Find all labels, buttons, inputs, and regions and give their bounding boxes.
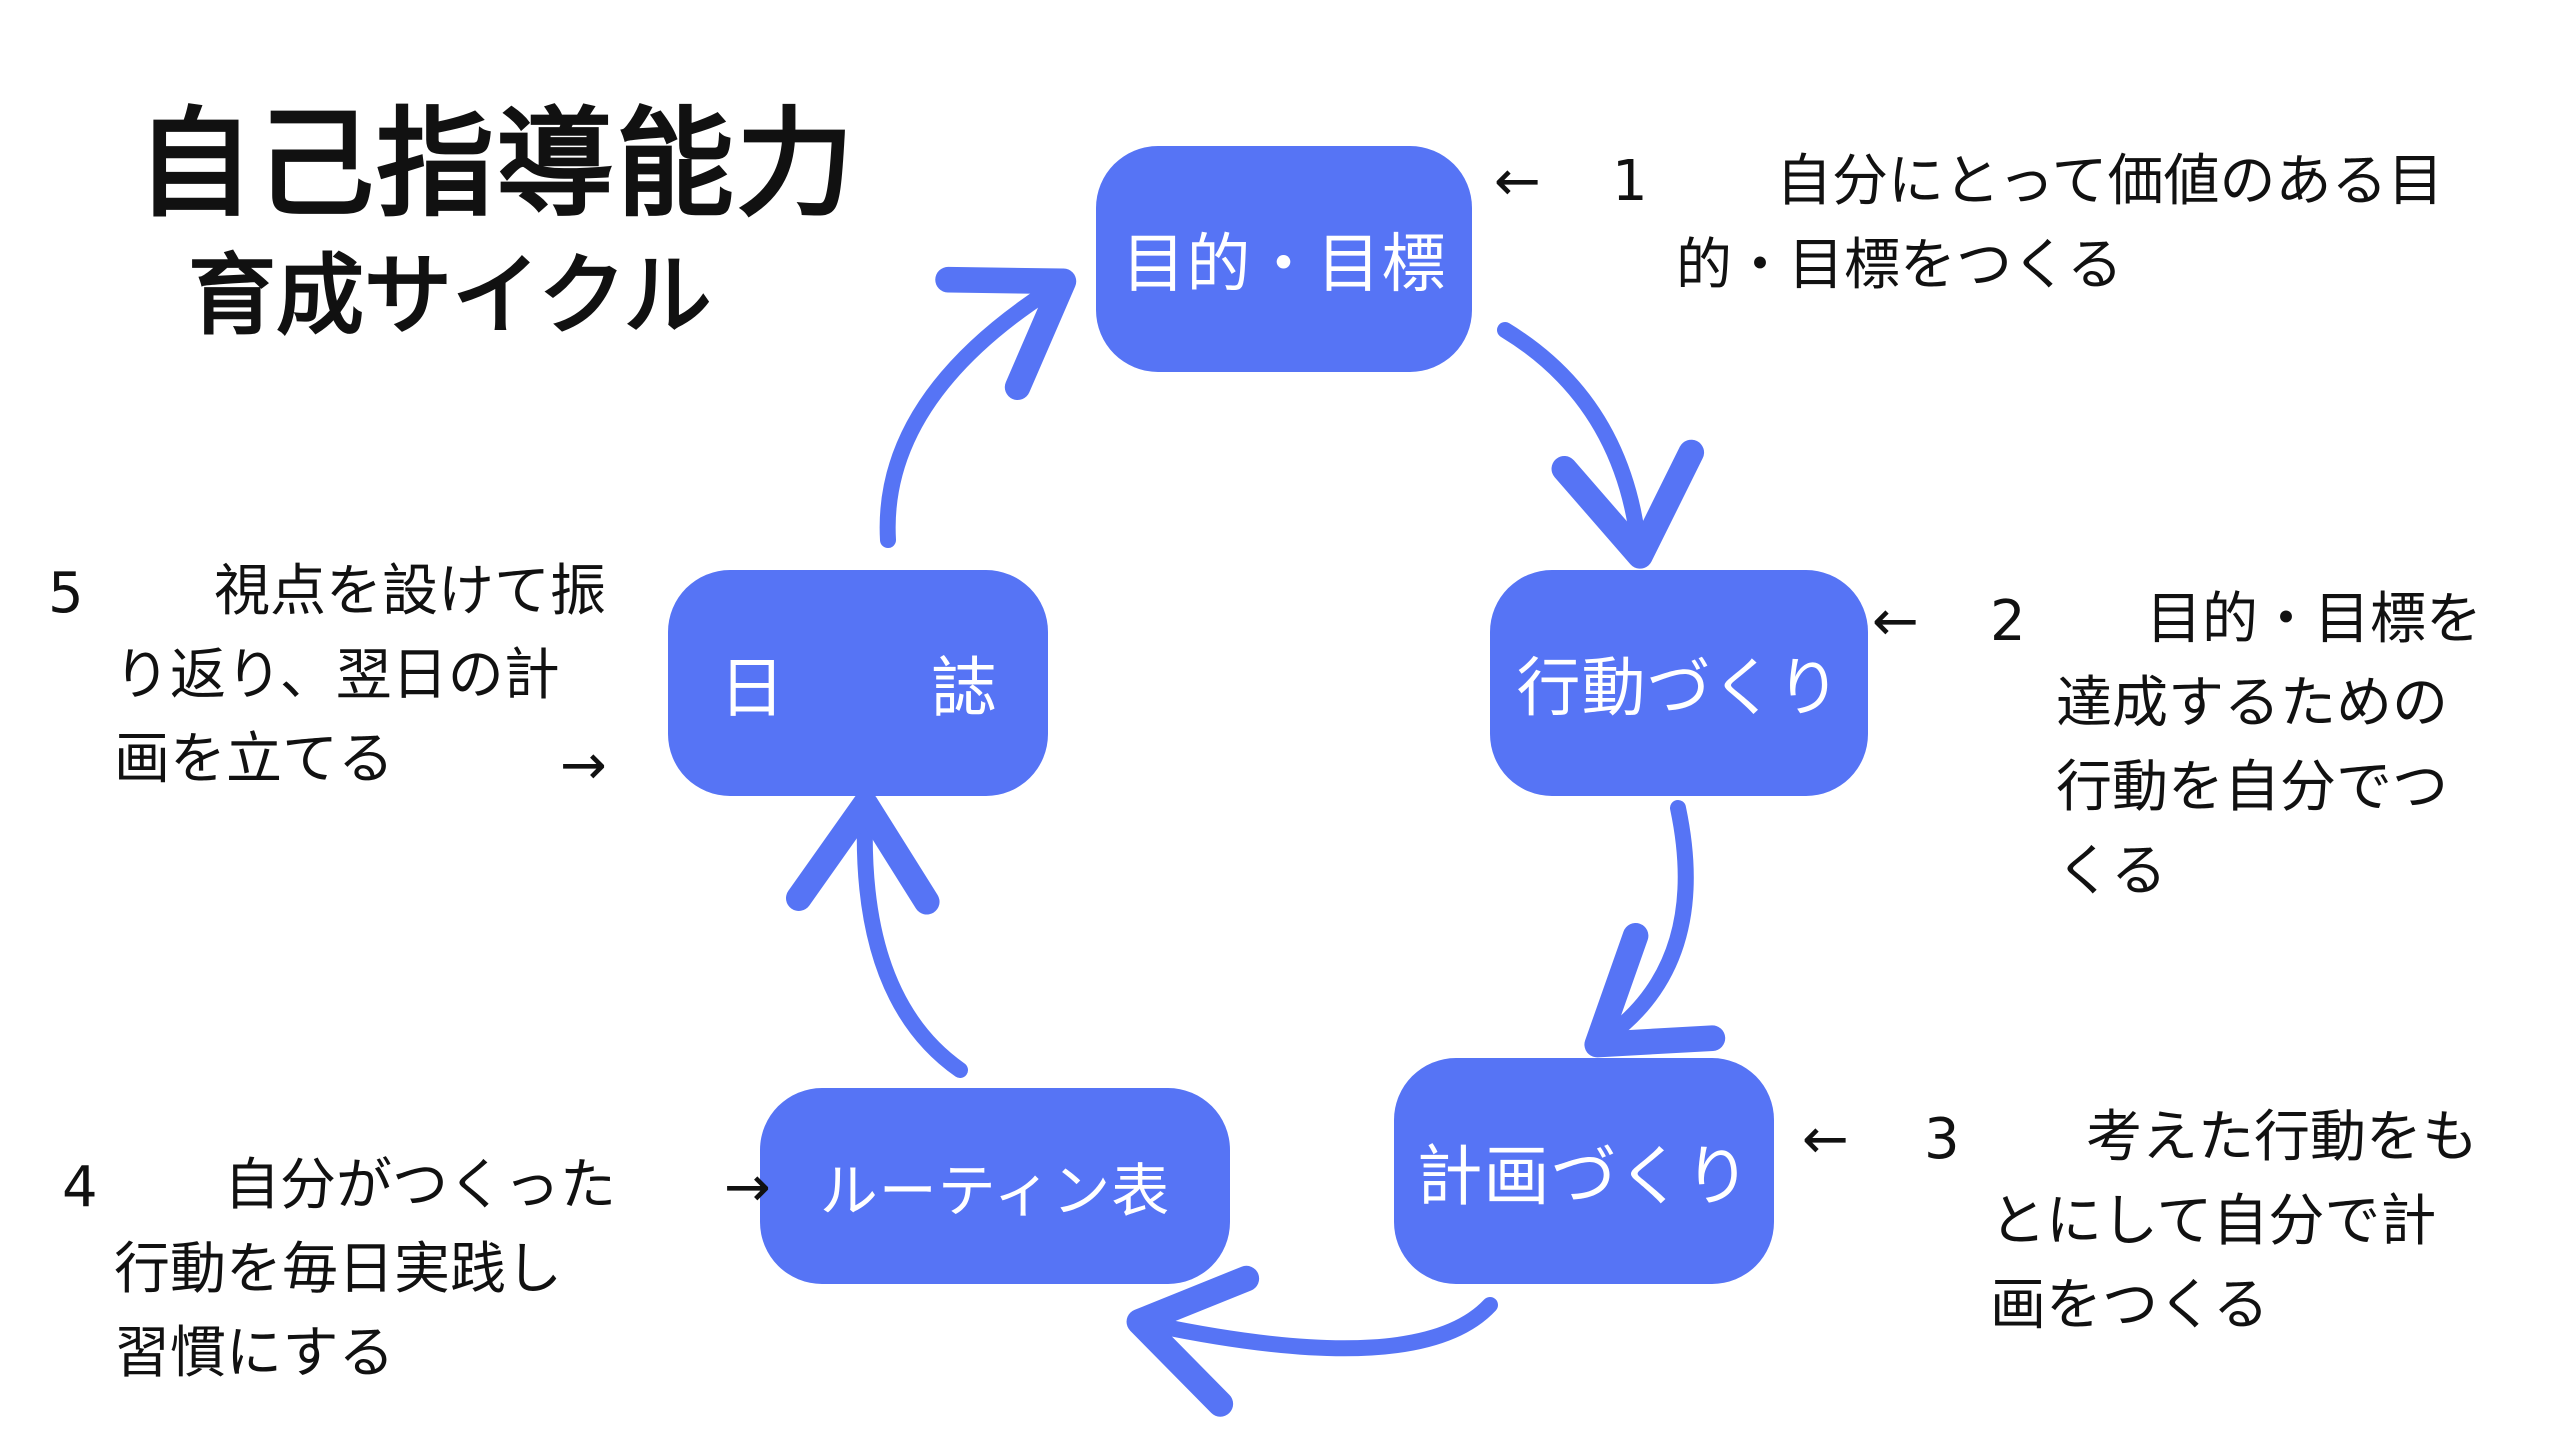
arrow-diary-to-goal — [879, 266, 1077, 548]
arrow-action-to-plan — [1584, 800, 1726, 1058]
node-plan: 計画づくり — [1394, 1058, 1774, 1284]
step3-line: 考えた行動をも — [2086, 1105, 2478, 1170]
step4-line: 行動を毎日実践し — [114, 1237, 562, 1302]
step1-number: 1 — [1612, 149, 1648, 214]
step2-line: 達成するための — [2056, 671, 2448, 736]
arrow-plan-to-routine — [1126, 1265, 1498, 1417]
step5-line: 視点を設けて振 — [214, 559, 606, 624]
node-diary: 日 誌 — [668, 570, 1048, 796]
step3-text: 考えた行動をも とにして自分で計 画をつくる — [1990, 1096, 2478, 1348]
step4-line: 習慣にする — [114, 1321, 395, 1386]
step2-line: 目的・目標を — [2146, 587, 2482, 652]
step4-text: 自分がつくった 行動を毎日実践し 習慣にする — [114, 1144, 616, 1396]
node-goal: 目的・目標 — [1096, 146, 1472, 372]
step2-arrow: ← — [1872, 589, 1919, 654]
arrow-goal-to-action — [1497, 322, 1705, 569]
step5-arrow: → — [560, 733, 607, 798]
step1-line: 的・目標をつくる — [1676, 233, 2123, 298]
step5-line: 画を立てる — [114, 727, 394, 792]
step5-number: 5 — [48, 561, 84, 626]
step3-line: とにして自分で計 — [1990, 1189, 2437, 1254]
step1-text: 自分にとって価値のある目 的・目標をつくる — [1676, 140, 2444, 308]
diagram-subtitle: 育成サイクル — [188, 244, 712, 347]
step2-line: くる — [2056, 839, 2167, 904]
step5-text: 視点を設けて振 り返り、翌日の計 画を立てる — [114, 550, 606, 802]
arrow-routine-to-diary — [786, 791, 968, 1078]
step2-text: 目的・目標を 達成するための 行動を自分でつ くる — [2056, 578, 2482, 914]
step4-number: 4 — [62, 1155, 98, 1220]
node-routine: ルーティン表 — [760, 1088, 1230, 1284]
step3-line: 画をつくる — [1990, 1273, 2269, 1338]
step1-arrow: ← — [1494, 149, 1541, 214]
step4-arrow: → — [724, 1155, 771, 1220]
step1-line: 自分にとって価値のある目 — [1776, 149, 2444, 214]
step4-line: 自分がつくった — [224, 1153, 616, 1218]
step2-line: 行動を自分でつ — [2056, 755, 2448, 820]
step3-arrow: ← — [1802, 1107, 1849, 1172]
node-action: 行動づくり — [1490, 570, 1868, 796]
diagram-title: 自己指導能力 — [136, 95, 857, 233]
step2-number: 2 — [1990, 589, 2026, 654]
step5-line: り返り、翌日の計 — [114, 643, 560, 708]
step3-number: 3 — [1924, 1107, 1960, 1172]
